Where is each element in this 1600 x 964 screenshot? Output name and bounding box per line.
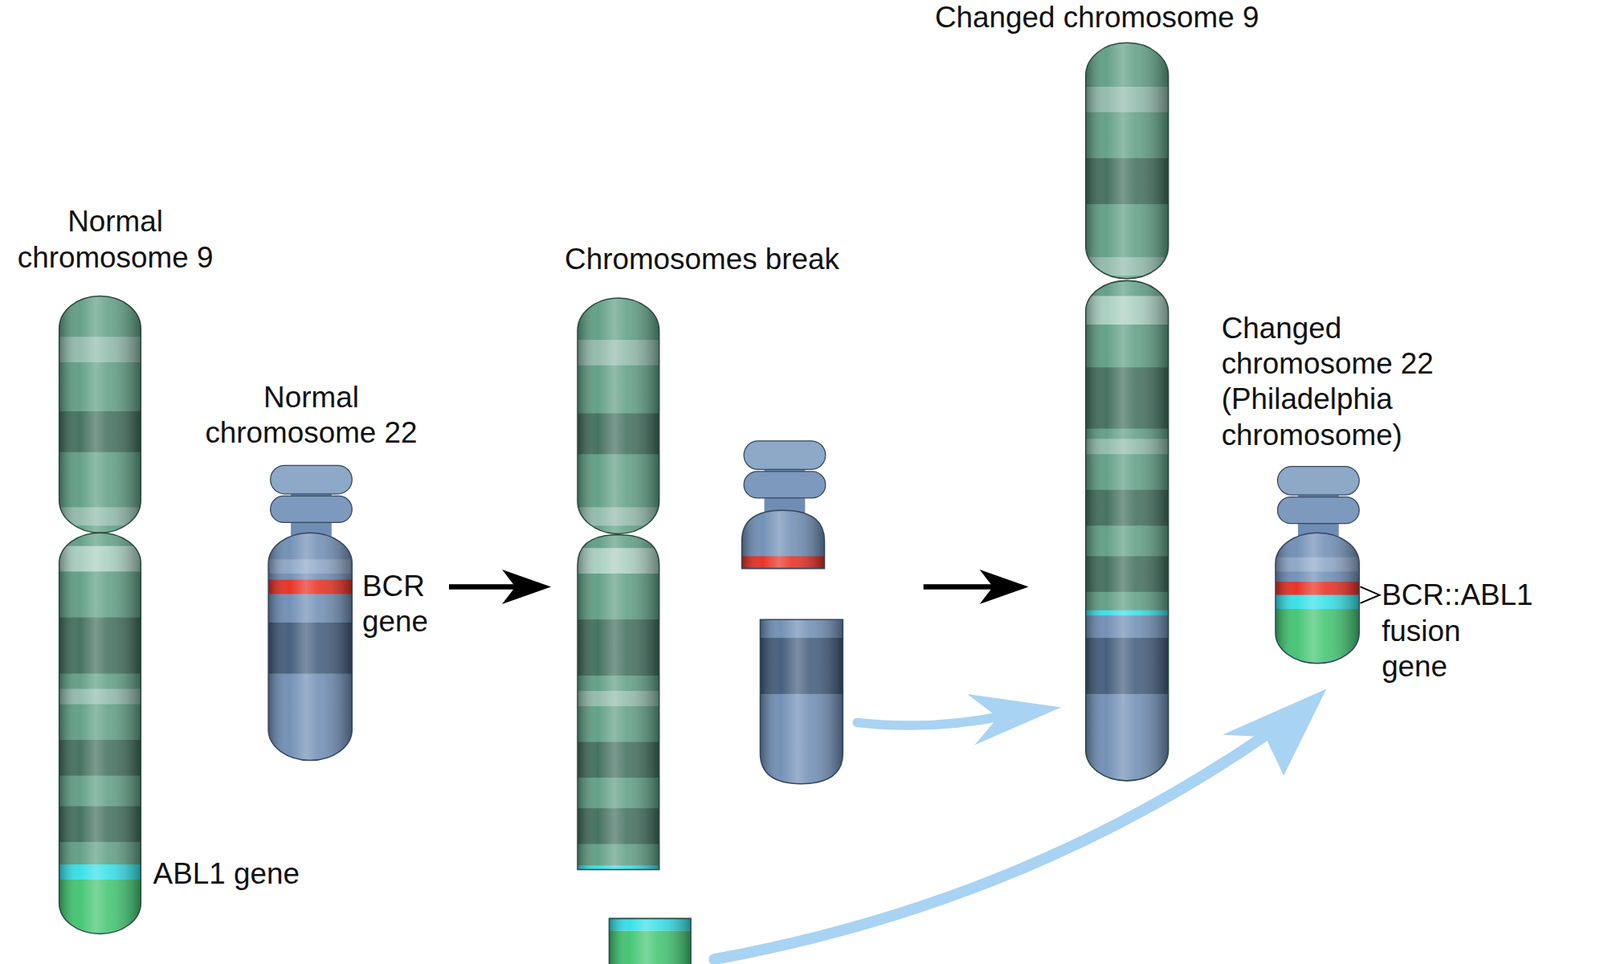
step-arrow-part — [979, 569, 1029, 605]
transfer-arrow-part — [967, 693, 1062, 746]
chromosome-9-normal-part-part — [59, 295, 142, 533]
chromosome-22-normal-part-part — [268, 532, 352, 760]
chromosome-9-normal-part — [59, 532, 142, 934]
chromosome-22-normal — [268, 465, 352, 760]
chromosome-9-normal-part-part — [59, 295, 142, 533]
chromosome-9-broken-part — [577, 534, 660, 870]
chromosome-22-changed-part — [1277, 466, 1360, 496]
transfer-arrow-part — [857, 715, 1005, 726]
transfer-arrow-part — [1222, 689, 1327, 776]
pointer — [1359, 586, 1380, 603]
label-text: Chromosomes break — [518, 241, 886, 278]
step-arrow — [923, 569, 1029, 605]
chromosome-9-broken-part — [608, 918, 691, 964]
chromosome-22-broken-part — [759, 619, 843, 784]
chromosome-9-changed-part-part — [1085, 280, 1169, 781]
chromosome-9-changed-part — [1085, 280, 1169, 781]
chromosome-22-broken-part-part — [759, 619, 843, 784]
chromosome-22-broken-part — [742, 510, 825, 568]
chromosome-22-normal-part — [270, 495, 353, 523]
chromosome-9-broken-part-part — [577, 534, 660, 872]
chromosome-9-normal-part — [59, 295, 142, 533]
chromosome-9-changed-part — [1085, 42, 1169, 278]
chromosome-9-broken-part — [577, 297, 660, 534]
chromosome-22-changed-part — [1275, 532, 1360, 664]
chromosome-9-changed-part — [1085, 42, 1169, 278]
chromosome-9-broken-part — [577, 297, 660, 534]
label-text: BCR gene — [362, 568, 460, 641]
chromosome-22-normal-part — [268, 532, 352, 760]
chromosome-22-broken-part — [759, 619, 843, 784]
chromosome-22-changed-part — [1277, 497, 1360, 524]
chromosome-22-normal-part — [270, 465, 353, 494]
chromosome-22-changed-part — [1275, 532, 1360, 664]
label-text: Changed chromosome 22 (Philadelphia chro… — [1221, 310, 1508, 454]
step-arrow-part — [502, 569, 552, 605]
label-text: Changed chromosome 9 — [893, 0, 1302, 36]
step-arrow — [448, 569, 552, 605]
label-text: ABL1 gene — [153, 856, 460, 892]
chromosome-9-changed — [1085, 42, 1169, 784]
chromosome-9-changed-part-part — [1085, 42, 1169, 278]
chromosome-9-normal-part — [59, 295, 142, 533]
label-text: Normal chromosome 22 — [178, 379, 444, 452]
label-text: BCR::ABL1 fusion gene — [1381, 577, 1576, 685]
chromosome-9-normal-part-part — [59, 532, 142, 934]
chromosome-9-broken-part-part — [608, 918, 691, 964]
chromosome-9-normal-part — [59, 532, 142, 934]
chromosome-9-normal — [59, 295, 142, 941]
chromosome-9-broken-part-part — [577, 534, 660, 872]
chromosome-9-changed-part — [1085, 280, 1169, 781]
chromosome-22-broken-part-part — [759, 619, 843, 784]
chromosome-9-broken-part — [608, 918, 691, 964]
chromosome-9-broken-part — [577, 534, 660, 872]
chromosome-9-broken — [577, 297, 691, 964]
transfer-arrow — [714, 689, 1327, 960]
chromosome-22-normal-part-part — [268, 532, 352, 760]
chromosome-22-changed-part-part — [1275, 532, 1360, 664]
chromosome-9-normal-part-part — [59, 532, 142, 934]
chromosome-22-broken — [742, 440, 844, 784]
chromosome-22-broken-part-part — [742, 510, 825, 568]
chromosome-22-changed-part-part — [1275, 532, 1360, 664]
label-text: Normal chromosome 9 — [0, 204, 243, 276]
chromosome-22-normal-part — [268, 532, 352, 760]
chromosome-9-broken-part-part — [577, 297, 660, 534]
chromosome-9-changed-part-part — [1085, 42, 1169, 278]
step-arrow-part — [923, 583, 996, 589]
chromosome-9-broken-part-part — [577, 297, 660, 534]
chromosome-22-broken-part — [742, 510, 825, 568]
step-arrow-part — [448, 583, 519, 589]
chromosome-22-broken-part — [743, 471, 826, 498]
transfer-arrow — [857, 693, 1062, 746]
chromosome-22-changed — [1275, 466, 1380, 671]
chromosome-22-broken-part-part — [742, 510, 825, 568]
chromosome-22-broken-part — [743, 440, 826, 470]
transfer-arrow-part — [714, 736, 1263, 960]
